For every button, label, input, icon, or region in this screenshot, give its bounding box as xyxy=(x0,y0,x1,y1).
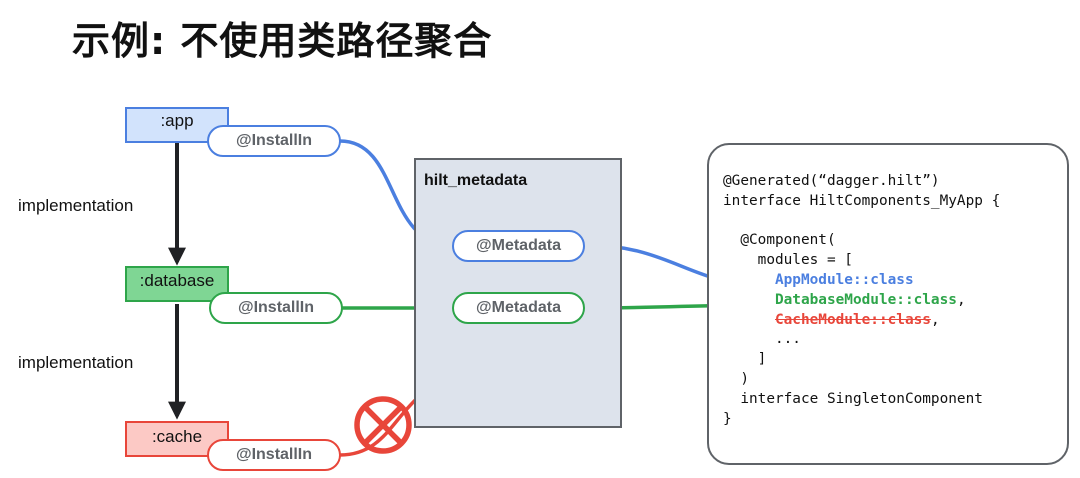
code-line-database-module: DatabaseModule::class, xyxy=(723,292,1067,312)
installin-app: @InstallIn xyxy=(207,125,341,157)
code-database-module: DatabaseModule::class xyxy=(774,291,957,308)
code-line-close-bracket: ] xyxy=(723,351,767,368)
code-line-close-paren: ) xyxy=(723,370,749,387)
installin-database: @InstallIn xyxy=(209,292,343,324)
code-line-cache-module: CacheModule::class, xyxy=(723,312,1067,332)
code-line-ellipsis: ... xyxy=(723,331,801,348)
hilt-metadata-title: hilt_metadata xyxy=(424,172,528,189)
code-line-singleton: interface SingletonComponent xyxy=(723,390,983,407)
code-line-generated: @Generated(“dagger.hilt”) xyxy=(723,173,940,189)
code-line-interface: interface HiltComponents_MyApp { xyxy=(723,192,1001,209)
module-cache-label: :cache xyxy=(151,427,203,446)
module-app-label: :app xyxy=(160,111,194,130)
metadata-app: @Metadata xyxy=(452,230,585,262)
code-comma-2: , xyxy=(930,311,940,328)
code-line-app-module: AppModule::class xyxy=(723,272,1067,292)
generated-code-box: @Generated(“dagger.hilt”) interface Hilt… xyxy=(707,143,1069,465)
code-line-modules: modules = [ xyxy=(723,252,853,269)
implementation-label-2: implementation xyxy=(18,353,134,372)
implementation-label-1: implementation xyxy=(18,196,134,215)
module-database-label: :database xyxy=(139,271,215,290)
code-comma-1: , xyxy=(956,291,966,308)
code-app-module: AppModule::class xyxy=(774,271,914,288)
metadata-database: @Metadata xyxy=(452,292,585,324)
code-line-close-brace: } xyxy=(723,410,732,427)
module-database: :database xyxy=(125,266,229,302)
page-title: 示例: 不使用类路径聚合 xyxy=(72,19,493,63)
installin-cache: @InstallIn xyxy=(207,439,341,471)
prohibited-sign-icon xyxy=(354,396,412,454)
code-cache-module: CacheModule::class xyxy=(774,311,931,328)
code-line-blank xyxy=(723,213,1067,233)
code-line-component: @Component( xyxy=(723,232,836,249)
